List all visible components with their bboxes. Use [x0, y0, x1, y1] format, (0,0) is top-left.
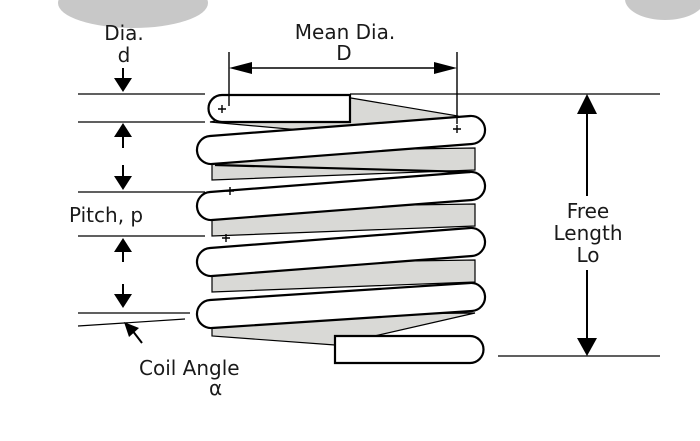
free-length-line-3: Lo — [576, 243, 600, 267]
coil-turn-4 — [195, 281, 487, 330]
free-length-line-1: Free — [566, 199, 610, 223]
coil-angle-label: Coil Angle — [139, 356, 240, 380]
wire-dia-arrow — [114, 68, 132, 148]
coil-top-end — [207, 93, 352, 124]
mean-diameter-dimension — [228, 52, 458, 124]
coil-front-1 — [214, 163, 471, 174]
corner-shadow-right — [625, 0, 700, 20]
pitch-arrows — [114, 165, 132, 308]
reference-lines — [77, 93, 660, 357]
wire-dia-symbol: d — [117, 43, 131, 67]
coil-turn-3 — [195, 226, 487, 278]
wire-dia-title: Dia. — [104, 21, 144, 45]
coil-angle-arrow — [124, 322, 143, 344]
mean-dia-title: Mean Dia. — [294, 20, 396, 44]
coil-turn-1 — [195, 114, 487, 166]
coil-turn-2 — [195, 170, 487, 222]
coil-bottom-end — [333, 334, 485, 365]
free-length-dimension — [577, 94, 597, 356]
free-length-line-2: Length — [553, 221, 623, 245]
coil-angle-symbol: α — [209, 376, 223, 400]
mean-dia-symbol: D — [336, 41, 352, 65]
coil-turns — [195, 93, 487, 365]
center-marks — [218, 105, 461, 242]
pitch-label: Pitch, p — [69, 203, 144, 227]
